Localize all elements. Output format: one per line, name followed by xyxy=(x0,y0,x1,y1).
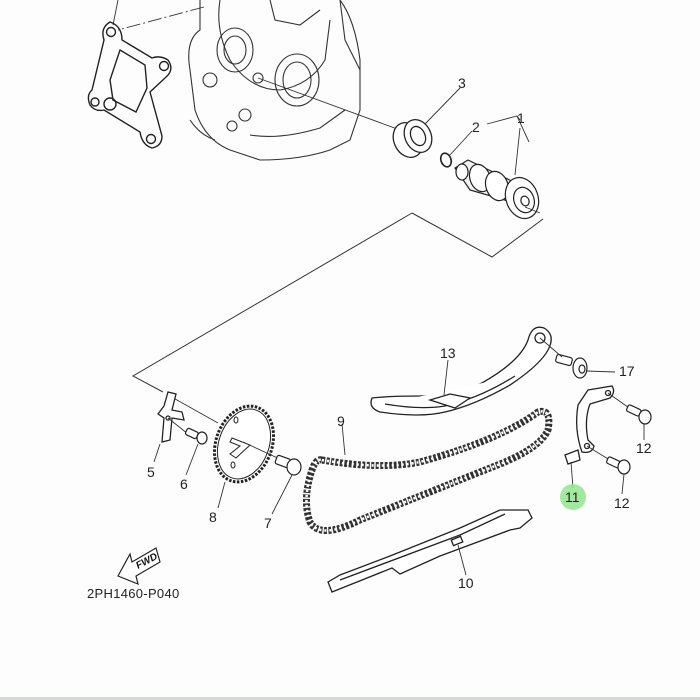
part-label-12-upper[interactable]: 12 xyxy=(636,440,652,456)
part-label-10[interactable]: 10 xyxy=(458,575,474,591)
part-label-6[interactable]: 6 xyxy=(180,476,188,492)
bolt-12-lower xyxy=(606,456,631,475)
bearing xyxy=(392,118,433,159)
part-label-11[interactable]: 11 xyxy=(565,489,580,505)
leader-line xyxy=(242,441,283,461)
leader-line xyxy=(524,206,541,214)
leader-line xyxy=(514,127,521,176)
part-label-1[interactable]: 1 xyxy=(517,110,525,126)
part-label-9[interactable]: 9 xyxy=(337,413,345,429)
decompressor-lever xyxy=(157,391,185,443)
chain-guide-exhaust xyxy=(370,326,552,416)
cam-sprocket xyxy=(213,404,275,484)
bottom-edge xyxy=(0,697,700,700)
leader-line xyxy=(539,337,563,358)
part-label-8[interactable]: 8 xyxy=(209,509,217,525)
part-label-3[interactable]: 3 xyxy=(458,75,466,91)
assembly-frame xyxy=(131,212,413,393)
bolt-6 xyxy=(184,427,208,445)
leader-line xyxy=(424,87,461,125)
forward-direction-arrow: FWD xyxy=(117,547,161,585)
diagram-code: 2PH1460-P040 xyxy=(87,586,180,601)
chain-guide-intake xyxy=(327,509,533,593)
leader-line xyxy=(443,359,449,396)
part-label-13[interactable]: 13 xyxy=(440,345,456,361)
part-label-5[interactable]: 5 xyxy=(147,464,155,480)
leader-line xyxy=(117,6,205,31)
part-label-7[interactable]: 7 xyxy=(264,515,272,531)
leader-line xyxy=(570,461,574,489)
leader-line xyxy=(621,473,625,495)
leader-line xyxy=(457,544,467,576)
leader-line xyxy=(271,474,293,515)
part-label-12-lower[interactable]: 12 xyxy=(614,495,630,511)
leader-line xyxy=(167,417,189,435)
leader-line xyxy=(217,481,226,509)
cylinder-head xyxy=(188,0,361,161)
timing-chain xyxy=(303,407,553,534)
bolt-17 xyxy=(555,353,588,379)
leader-line xyxy=(167,394,219,424)
leader-line xyxy=(257,77,401,131)
leader-line xyxy=(585,370,616,373)
o-ring xyxy=(439,152,453,168)
gasket xyxy=(87,21,172,149)
leader-line xyxy=(112,0,119,26)
leader-line xyxy=(153,443,161,463)
leader-line xyxy=(449,130,473,156)
highlight-marker xyxy=(560,484,586,510)
stopper-guide xyxy=(564,385,615,465)
leader-line xyxy=(185,443,199,476)
leader-line xyxy=(341,423,346,456)
part-label-2[interactable]: 2 xyxy=(472,119,480,135)
camshaft xyxy=(454,159,540,220)
bolt-12-upper xyxy=(626,404,652,425)
part-label-17[interactable]: 17 xyxy=(619,363,635,379)
bolt-7 xyxy=(274,454,302,476)
